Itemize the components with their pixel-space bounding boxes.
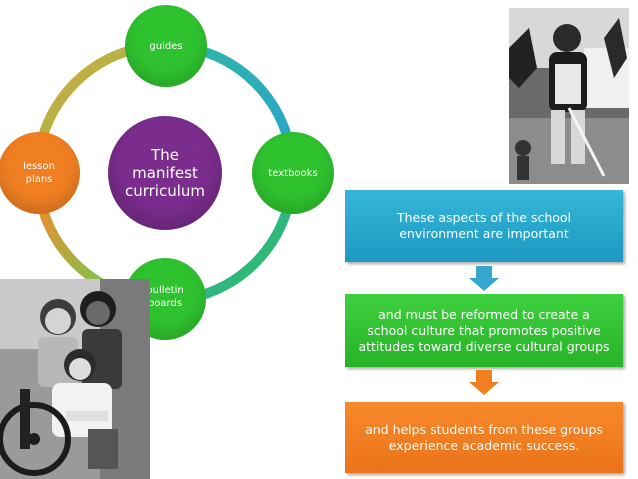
node-bulletin-boards-label: bulletin boards [146,285,184,309]
flow-step-2-text: and must be reformed to create a school … [358,306,610,354]
flow-step-2: and must be reformed to create a school … [345,294,623,367]
ring-arc-top-right [185,43,295,153]
flow-step-1: These aspects of the school environment … [345,190,623,262]
photo-girls-with-wheelchair-image [0,279,150,479]
center-label: The manifest curriculum [124,146,206,200]
photo-girls-with-wheelchair [0,279,150,479]
node-lesson-plans: lesson plans [0,132,80,214]
arrow-down-icon [469,266,499,291]
flow-step-3: and helps students from these groups exp… [345,402,623,473]
photo-boy-with-cane [509,8,629,184]
node-textbooks-label: textbooks [268,167,318,179]
flow-step-1-text: These aspects of the school environment … [396,210,572,241]
node-guides: guides [125,5,207,87]
ring-arc-bottom-right [185,193,295,303]
center-circle: The manifest curriculum [108,116,222,230]
node-lesson-plans-label: lesson plans [23,161,55,185]
photo-boy-with-cane-image [509,8,629,184]
node-guides-label: guides [149,40,183,52]
flow-step-3-text: and helps students from these groups exp… [365,421,603,453]
arrow-down-icon [469,370,499,395]
ring-arc-top-left [35,43,145,153]
node-textbooks: textbooks [252,132,334,214]
